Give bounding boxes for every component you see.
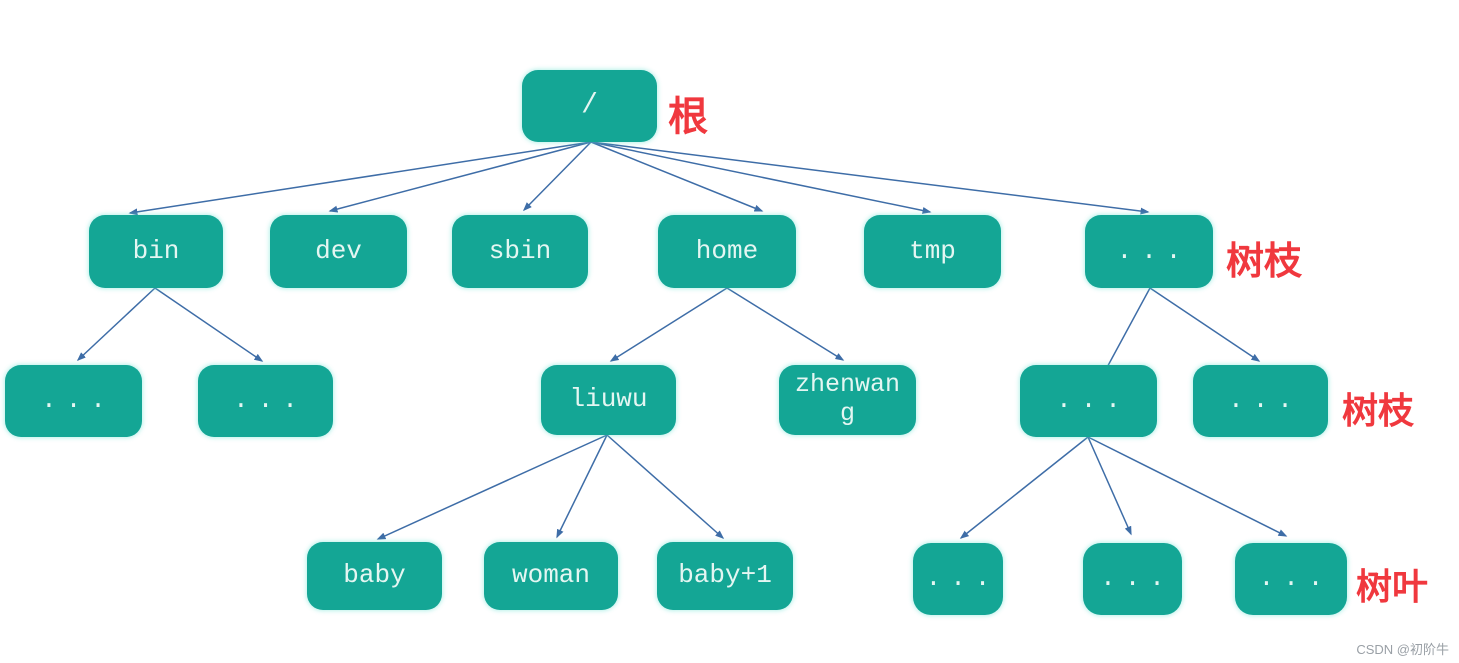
node-woman: woman	[484, 542, 618, 610]
node-ellipsis-mid-right: ...	[1193, 365, 1328, 437]
annotation-branch-level2: 树枝	[1342, 391, 1415, 432]
node-baby: baby	[307, 542, 442, 610]
node-ellipsis-leaf-2: ...	[1083, 543, 1182, 615]
node-sbin: sbin	[452, 215, 588, 288]
node-tmp: tmp	[864, 215, 1001, 288]
node-ellipsis-mid-left: ...	[1020, 365, 1157, 437]
node-ellipsis-bin-left: ...	[5, 365, 142, 437]
node-bin: bin	[89, 215, 223, 288]
node-ellipsis-leaf-1: ...	[913, 543, 1003, 615]
csdn-watermark: CSDN @初阶牛	[1356, 642, 1449, 657]
annotation-branch-level1: 树枝	[1226, 239, 1303, 283]
node-ellipsis-top: ...	[1085, 215, 1213, 288]
annotation-leaf: 树叶	[1356, 567, 1429, 608]
node-baby-plus-1: baby+1	[657, 542, 793, 610]
node-ellipsis-leaf-3: ...	[1235, 543, 1347, 615]
node-ellipsis-bin-right: ...	[198, 365, 333, 437]
node-liuwu: liuwu	[541, 365, 676, 435]
node-zhenwang: zhenwang	[779, 365, 916, 435]
node-home: home	[658, 215, 796, 288]
node-dev: dev	[270, 215, 407, 288]
annotation-root: 根	[668, 94, 708, 140]
node-root: /	[522, 70, 657, 142]
